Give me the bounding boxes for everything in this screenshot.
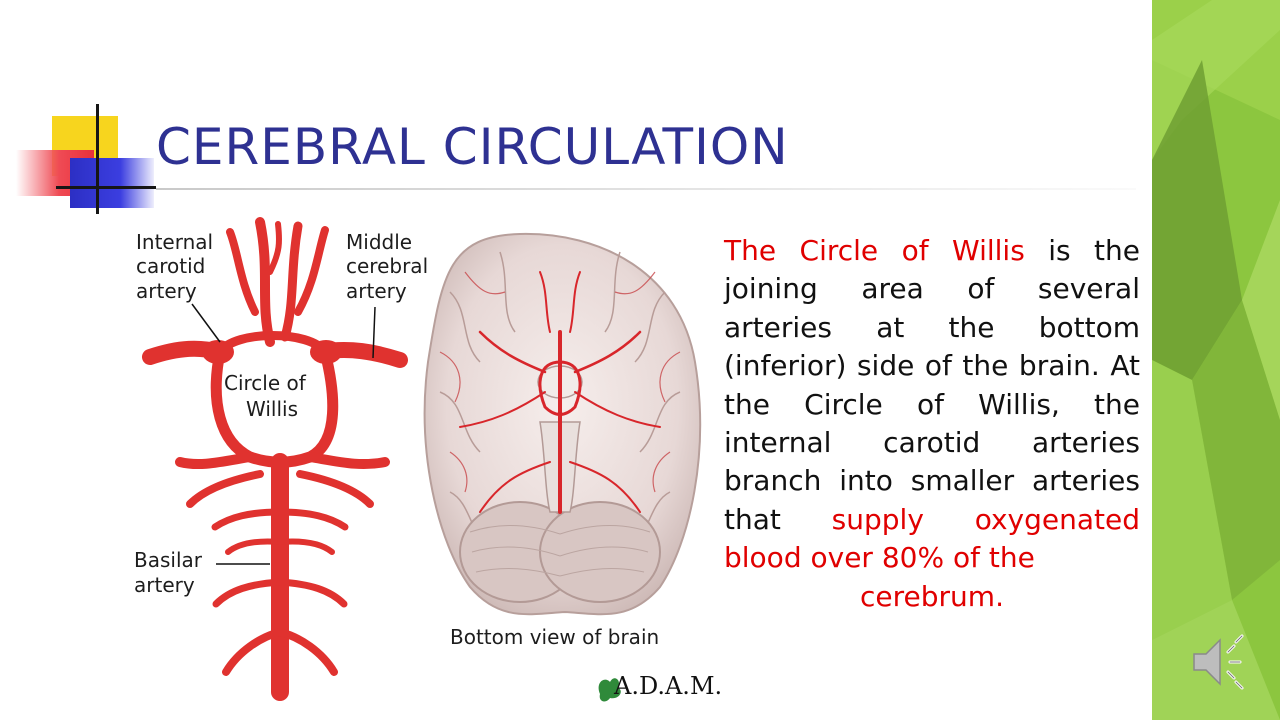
label-middle-cerebral-2: cerebral	[346, 254, 428, 278]
speaker-icon[interactable]	[1190, 632, 1254, 692]
label-middle-cerebral-3: artery	[346, 279, 407, 303]
brain-bottom-view	[423, 232, 702, 616]
label-circle-of-willis: Circle of	[224, 371, 307, 395]
label-internal-carotid: Internal	[136, 230, 213, 254]
brain-caption: Bottom view of brain	[450, 625, 659, 649]
leaf-icon	[598, 678, 621, 702]
body-highlight-cerebrum: cerebrum.	[860, 579, 1004, 613]
label-circle-of-willis-2: Willis	[246, 397, 298, 421]
adam-logo-text: A.D.A.M.	[613, 672, 720, 700]
decor-vertical-line	[96, 104, 99, 214]
circle-of-willis-illustration: Internal carotid artery Middle cerebral …	[134, 217, 720, 702]
body-paragraph: The Circle of Willis is the joining area…	[724, 232, 1140, 616]
decor-blue-square	[70, 158, 154, 208]
decor-green-panel	[1152, 0, 1280, 720]
label-internal-carotid-2: carotid	[136, 254, 205, 278]
artery-diagram	[142, 217, 408, 701]
title-underline	[156, 188, 1136, 190]
label-internal-carotid-3: artery	[136, 279, 197, 303]
body-highlight-circle-of-willis: The Circle of Willis	[724, 234, 1025, 267]
label-middle-cerebral: Middle	[346, 230, 412, 254]
label-basilar-artery-2: artery	[134, 573, 195, 597]
slide-title: CEREBRAL CIRCULATION	[156, 118, 789, 176]
label-basilar-artery: Basilar	[134, 548, 203, 572]
body-highlight-supply: supply oxygenated blood over 80% of the	[724, 502, 1140, 575]
body-text-main: is the joining area of several arteries …	[724, 234, 1140, 536]
decor-horizontal-line	[56, 186, 156, 189]
adam-logo: A.D.A.M.	[598, 672, 720, 702]
